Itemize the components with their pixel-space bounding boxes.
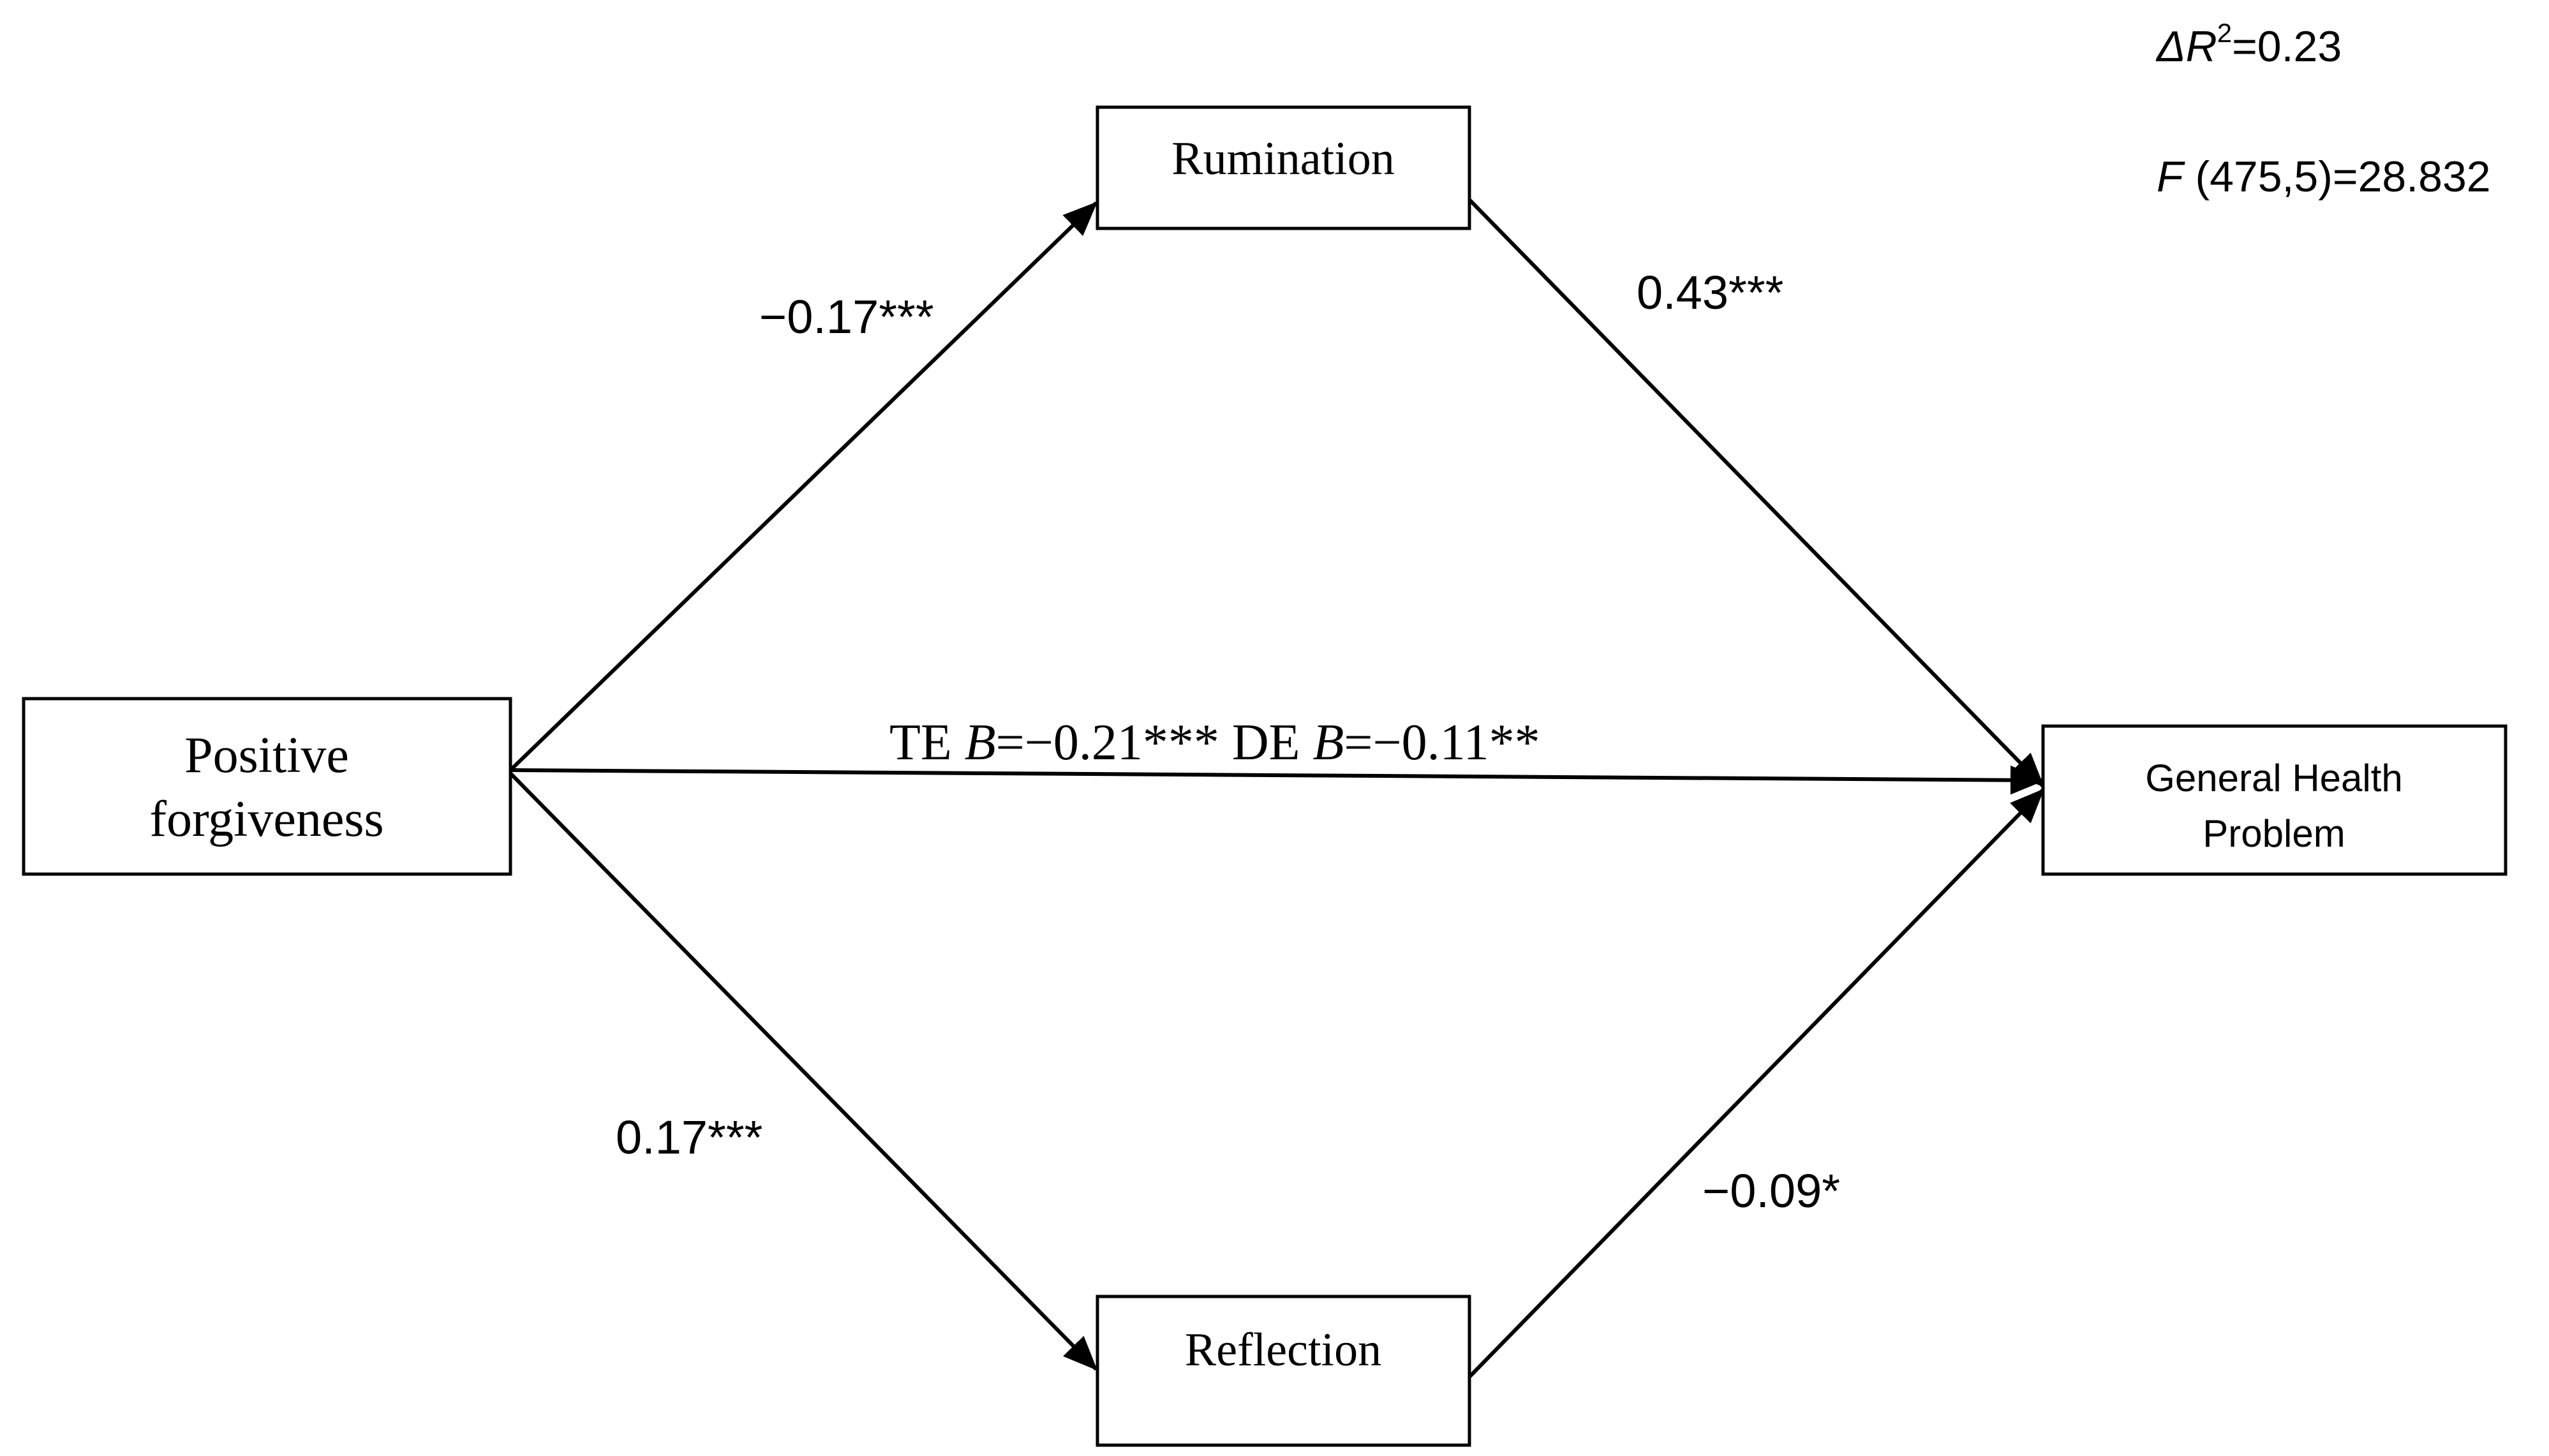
label-pf-to-reflection: 0.17*** bbox=[616, 1111, 762, 1164]
node-rumination-label: Rumination bbox=[1171, 133, 1394, 185]
label-rumination-to-ghp: 0.43*** bbox=[1637, 266, 1783, 319]
label-te-b: B bbox=[965, 715, 996, 771]
stat-delta-r-squared: ΔR2=0.23 bbox=[2155, 18, 2342, 71]
stat-f-symbol: F bbox=[2157, 152, 2185, 201]
label-te-prefix: TE bbox=[889, 715, 965, 771]
label-pf-to-rumination: −0.17*** bbox=[759, 290, 934, 343]
node-rumination: Rumination bbox=[1096, 105, 1471, 230]
node-positive-forgiveness: Positive forgiveness bbox=[22, 697, 512, 876]
path-pf-to-rumination bbox=[509, 201, 1098, 772]
node-positive-forgiveness-line-2: forgiveness bbox=[149, 791, 383, 847]
label-direct-effect: TE B=−0.21*** DE B=−0.11** bbox=[889, 715, 1540, 771]
label-de-b: B bbox=[1312, 715, 1344, 771]
stat-delta-r-value: =0.23 bbox=[2232, 22, 2342, 71]
stat-f-value: (475,5)=28.832 bbox=[2183, 152, 2491, 201]
node-positive-forgiveness-line-1: Positive bbox=[184, 727, 349, 784]
node-general-health-problem-line-2: Problem bbox=[2203, 812, 2345, 855]
stat-delta-r-superscript: 2 bbox=[2217, 18, 2232, 48]
label-de-value: =−0.11** bbox=[1344, 715, 1540, 771]
stat-f-statistic: F (475,5)=28.832 bbox=[2157, 152, 2491, 201]
node-reflection: Reflection bbox=[1096, 1295, 1471, 1447]
stat-delta-r-symbol: ΔR bbox=[2155, 22, 2217, 71]
path-pf-to-reflection bbox=[509, 771, 1098, 1371]
path-direct-effect bbox=[510, 765, 2045, 795]
path-rumination-to-ghp bbox=[1468, 198, 2045, 788]
label-te-value: =−0.21*** bbox=[996, 715, 1219, 771]
node-reflection-label: Reflection bbox=[1185, 1324, 1381, 1376]
label-de-prefix: DE bbox=[1219, 715, 1313, 771]
node-general-health-problem-line-1: General Health bbox=[2145, 757, 2403, 799]
node-general-health-problem: General Health Problem bbox=[2041, 724, 2508, 876]
label-reflection-to-ghp: −0.09* bbox=[1702, 1164, 1840, 1217]
path-reflection-to-ghp bbox=[1468, 788, 2045, 1379]
